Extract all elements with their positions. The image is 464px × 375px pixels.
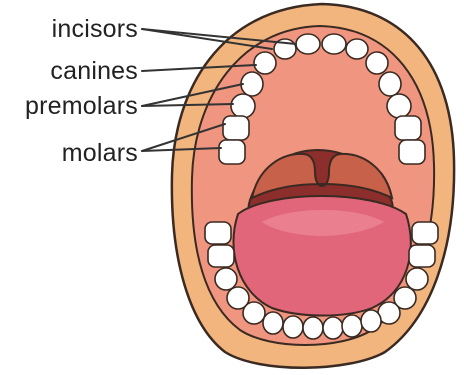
lower-incisor-3 — [303, 317, 323, 339]
lower-incisor-6 — [361, 310, 381, 332]
upper-incisor-2 — [296, 34, 320, 54]
lower-molar-left-1 — [205, 222, 231, 244]
upper-canine-right — [366, 52, 388, 74]
lower-molar-right-1 — [412, 222, 438, 244]
upper-molar-left-1 — [223, 116, 249, 140]
upper-incisor-4 — [346, 39, 368, 59]
label-molars: molars — [62, 139, 138, 167]
upper-canine-left — [254, 52, 276, 74]
upper-premolar-right-1 — [379, 72, 401, 96]
lower-molar-right-2 — [409, 245, 435, 267]
lower-incisor-4 — [323, 317, 343, 339]
upper-molar-right-2 — [399, 140, 425, 164]
label-canines: canines — [50, 57, 138, 85]
lower-incisor-5 — [342, 315, 362, 337]
label-incisors: incisors — [52, 15, 138, 43]
lower-molar-left-2 — [208, 245, 234, 267]
lower-premolar-right-1 — [406, 268, 428, 290]
upper-premolar-left-2 — [231, 94, 255, 118]
lower-incisor-2 — [283, 316, 303, 338]
upper-premolar-left-1 — [241, 72, 263, 96]
lower-incisor-1 — [263, 312, 283, 334]
upper-molar-left-2 — [219, 140, 245, 164]
upper-premolar-right-2 — [387, 94, 411, 118]
upper-incisor-3 — [322, 34, 346, 54]
label-premolars: premolars — [25, 92, 138, 120]
upper-molar-right-1 — [395, 116, 421, 140]
lower-canine-left — [243, 302, 265, 324]
lower-premolar-left-1 — [215, 268, 237, 290]
